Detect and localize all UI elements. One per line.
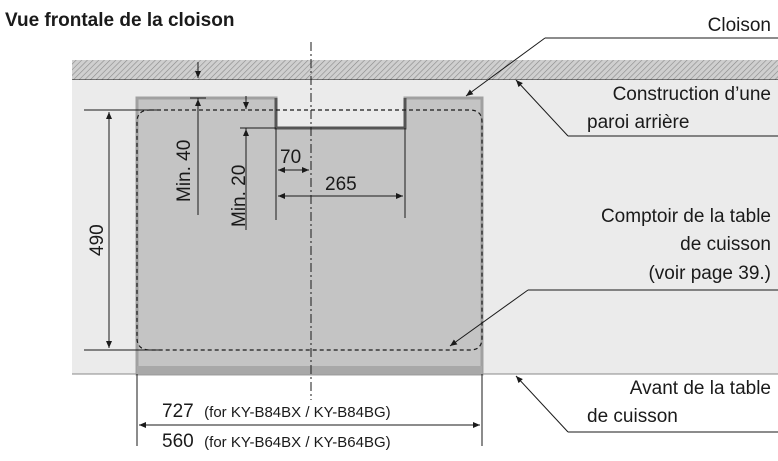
notch-outline <box>274 98 407 130</box>
label-construction-line2: paroi arrière <box>587 112 689 133</box>
label-construction-line1: Construction d’une <box>613 84 771 105</box>
dim-560-text: 560 (for KY-B64BX / KY-B64BG) <box>162 431 391 452</box>
partition-shape <box>135 96 484 376</box>
dim-727-text: 727 (for KY-B84BX / KY-B84BG) <box>162 401 391 422</box>
min40-label: Min. 40 <box>174 140 195 202</box>
dim-560-value: 560 <box>162 431 194 452</box>
construction-leader-diag <box>515 79 569 137</box>
label-avant-line2: de cuisson <box>587 406 678 427</box>
label-cloison: Cloison <box>708 15 771 36</box>
diagram-title: Vue frontale de la cloison <box>5 10 234 31</box>
label-avant-line1: Avant de la table <box>630 378 771 399</box>
countertop-dashed-outline <box>136 109 483 351</box>
min20-label: Min. 20 <box>229 165 250 227</box>
avant-leader-diag <box>515 375 569 433</box>
front-strip <box>137 366 482 374</box>
dim-560-note: (for KY-B64BX / KY-B64BG) <box>204 434 390 451</box>
dim-70-label: 70 <box>280 147 301 168</box>
dim-265-label: 265 <box>325 174 357 195</box>
dim-727-value: 727 <box>162 401 194 422</box>
comptoir-leader-diag <box>449 289 529 347</box>
label-comptoir-line2: de cuisson <box>680 234 771 255</box>
label-comptoir-line1: Comptoir de la table <box>601 206 771 227</box>
cloison-leader-diag <box>465 37 546 97</box>
label-comptoir-line3: (voir page 39.) <box>648 263 771 284</box>
back-wall-hatch <box>72 60 778 80</box>
dim-727-note: (for KY-B84BX / KY-B84BG) <box>204 404 390 421</box>
dim-490-label: 490 <box>87 224 108 256</box>
